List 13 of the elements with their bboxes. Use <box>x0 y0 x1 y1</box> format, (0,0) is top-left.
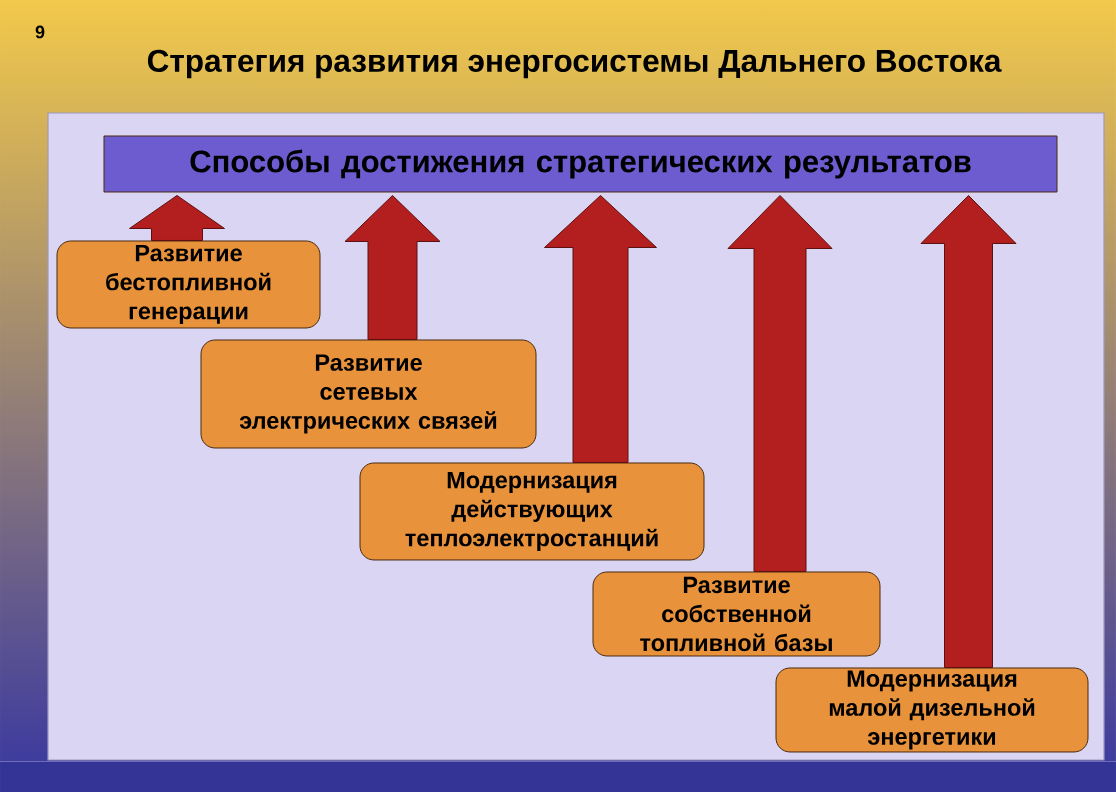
block-arrow <box>344 195 441 340</box>
title: Стратегия развития энергосистемы Дальнего Востока <box>147 49 1002 79</box>
block-arrow <box>129 195 225 241</box>
process-box: Развитие сетевых электрических связей <box>200 339 537 449</box>
block-arrow <box>544 195 657 463</box>
header-box: Способы достижения стратегических результатов <box>103 135 1058 193</box>
page-number: 9 <box>35 25 45 39</box>
block-arrow <box>727 195 833 572</box>
process-box: Развитие бестопливной генерации <box>56 240 321 329</box>
process-box: Развитие собственной топливной базы <box>592 571 881 657</box>
process-box: Модернизация действующих теплоэлектростанций <box>359 462 705 561</box>
process-box: Модернизация малой дизельной энергетики <box>775 667 1089 753</box>
block-arrow <box>920 195 1017 668</box>
